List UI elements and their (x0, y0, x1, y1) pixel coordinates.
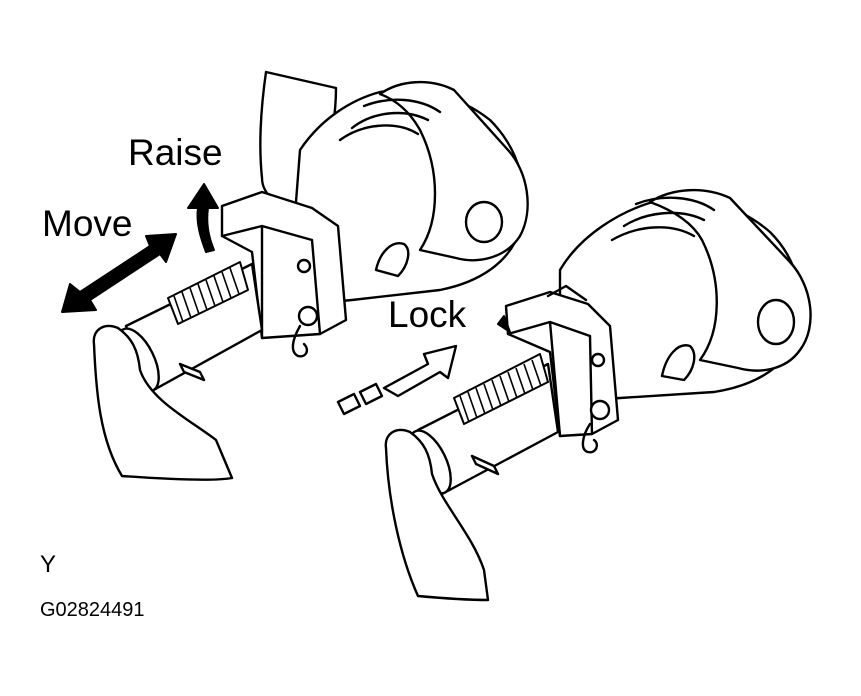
figure-code: G02824491 (40, 599, 145, 621)
right-housing-slot (660, 344, 696, 382)
right-bracket-screw (590, 352, 606, 368)
view-letter: Y (40, 551, 57, 578)
left-bracket-details (220, 224, 322, 340)
right-flange-hole (756, 298, 796, 346)
right-bracket-details (506, 284, 594, 438)
left-flange-hole (464, 200, 504, 244)
right-pivot-knob (589, 399, 611, 421)
lock-label: Lock (388, 294, 467, 335)
right-assembly (384, 188, 812, 602)
left-bracket-screw (296, 258, 312, 274)
move-label: Move (42, 203, 133, 244)
left-shaft-pin (178, 362, 206, 382)
right-lock-bracket (504, 290, 620, 438)
right-knurl-lines (459, 359, 542, 423)
left-pivot-knob (297, 305, 319, 327)
raise-arrow-icon (187, 183, 219, 253)
move-arrow-icon (61, 233, 177, 313)
left-assembly (92, 70, 529, 481)
left-lower-fingers (92, 324, 234, 481)
right-hook-lever (581, 422, 599, 454)
raise-label: Raise (128, 132, 223, 173)
right-lower-fingers (384, 428, 490, 602)
right-housing-rings (610, 196, 716, 242)
lock-arrow-icon (336, 344, 458, 416)
left-housing-slot (374, 242, 410, 278)
left-knurl-lines (173, 267, 240, 323)
right-tab-marker (497, 315, 511, 333)
right-shaft-pin (470, 454, 500, 476)
left-housing-rings (338, 98, 442, 142)
left-hook-lever (291, 324, 309, 358)
right-shaft-knurl (453, 353, 549, 425)
